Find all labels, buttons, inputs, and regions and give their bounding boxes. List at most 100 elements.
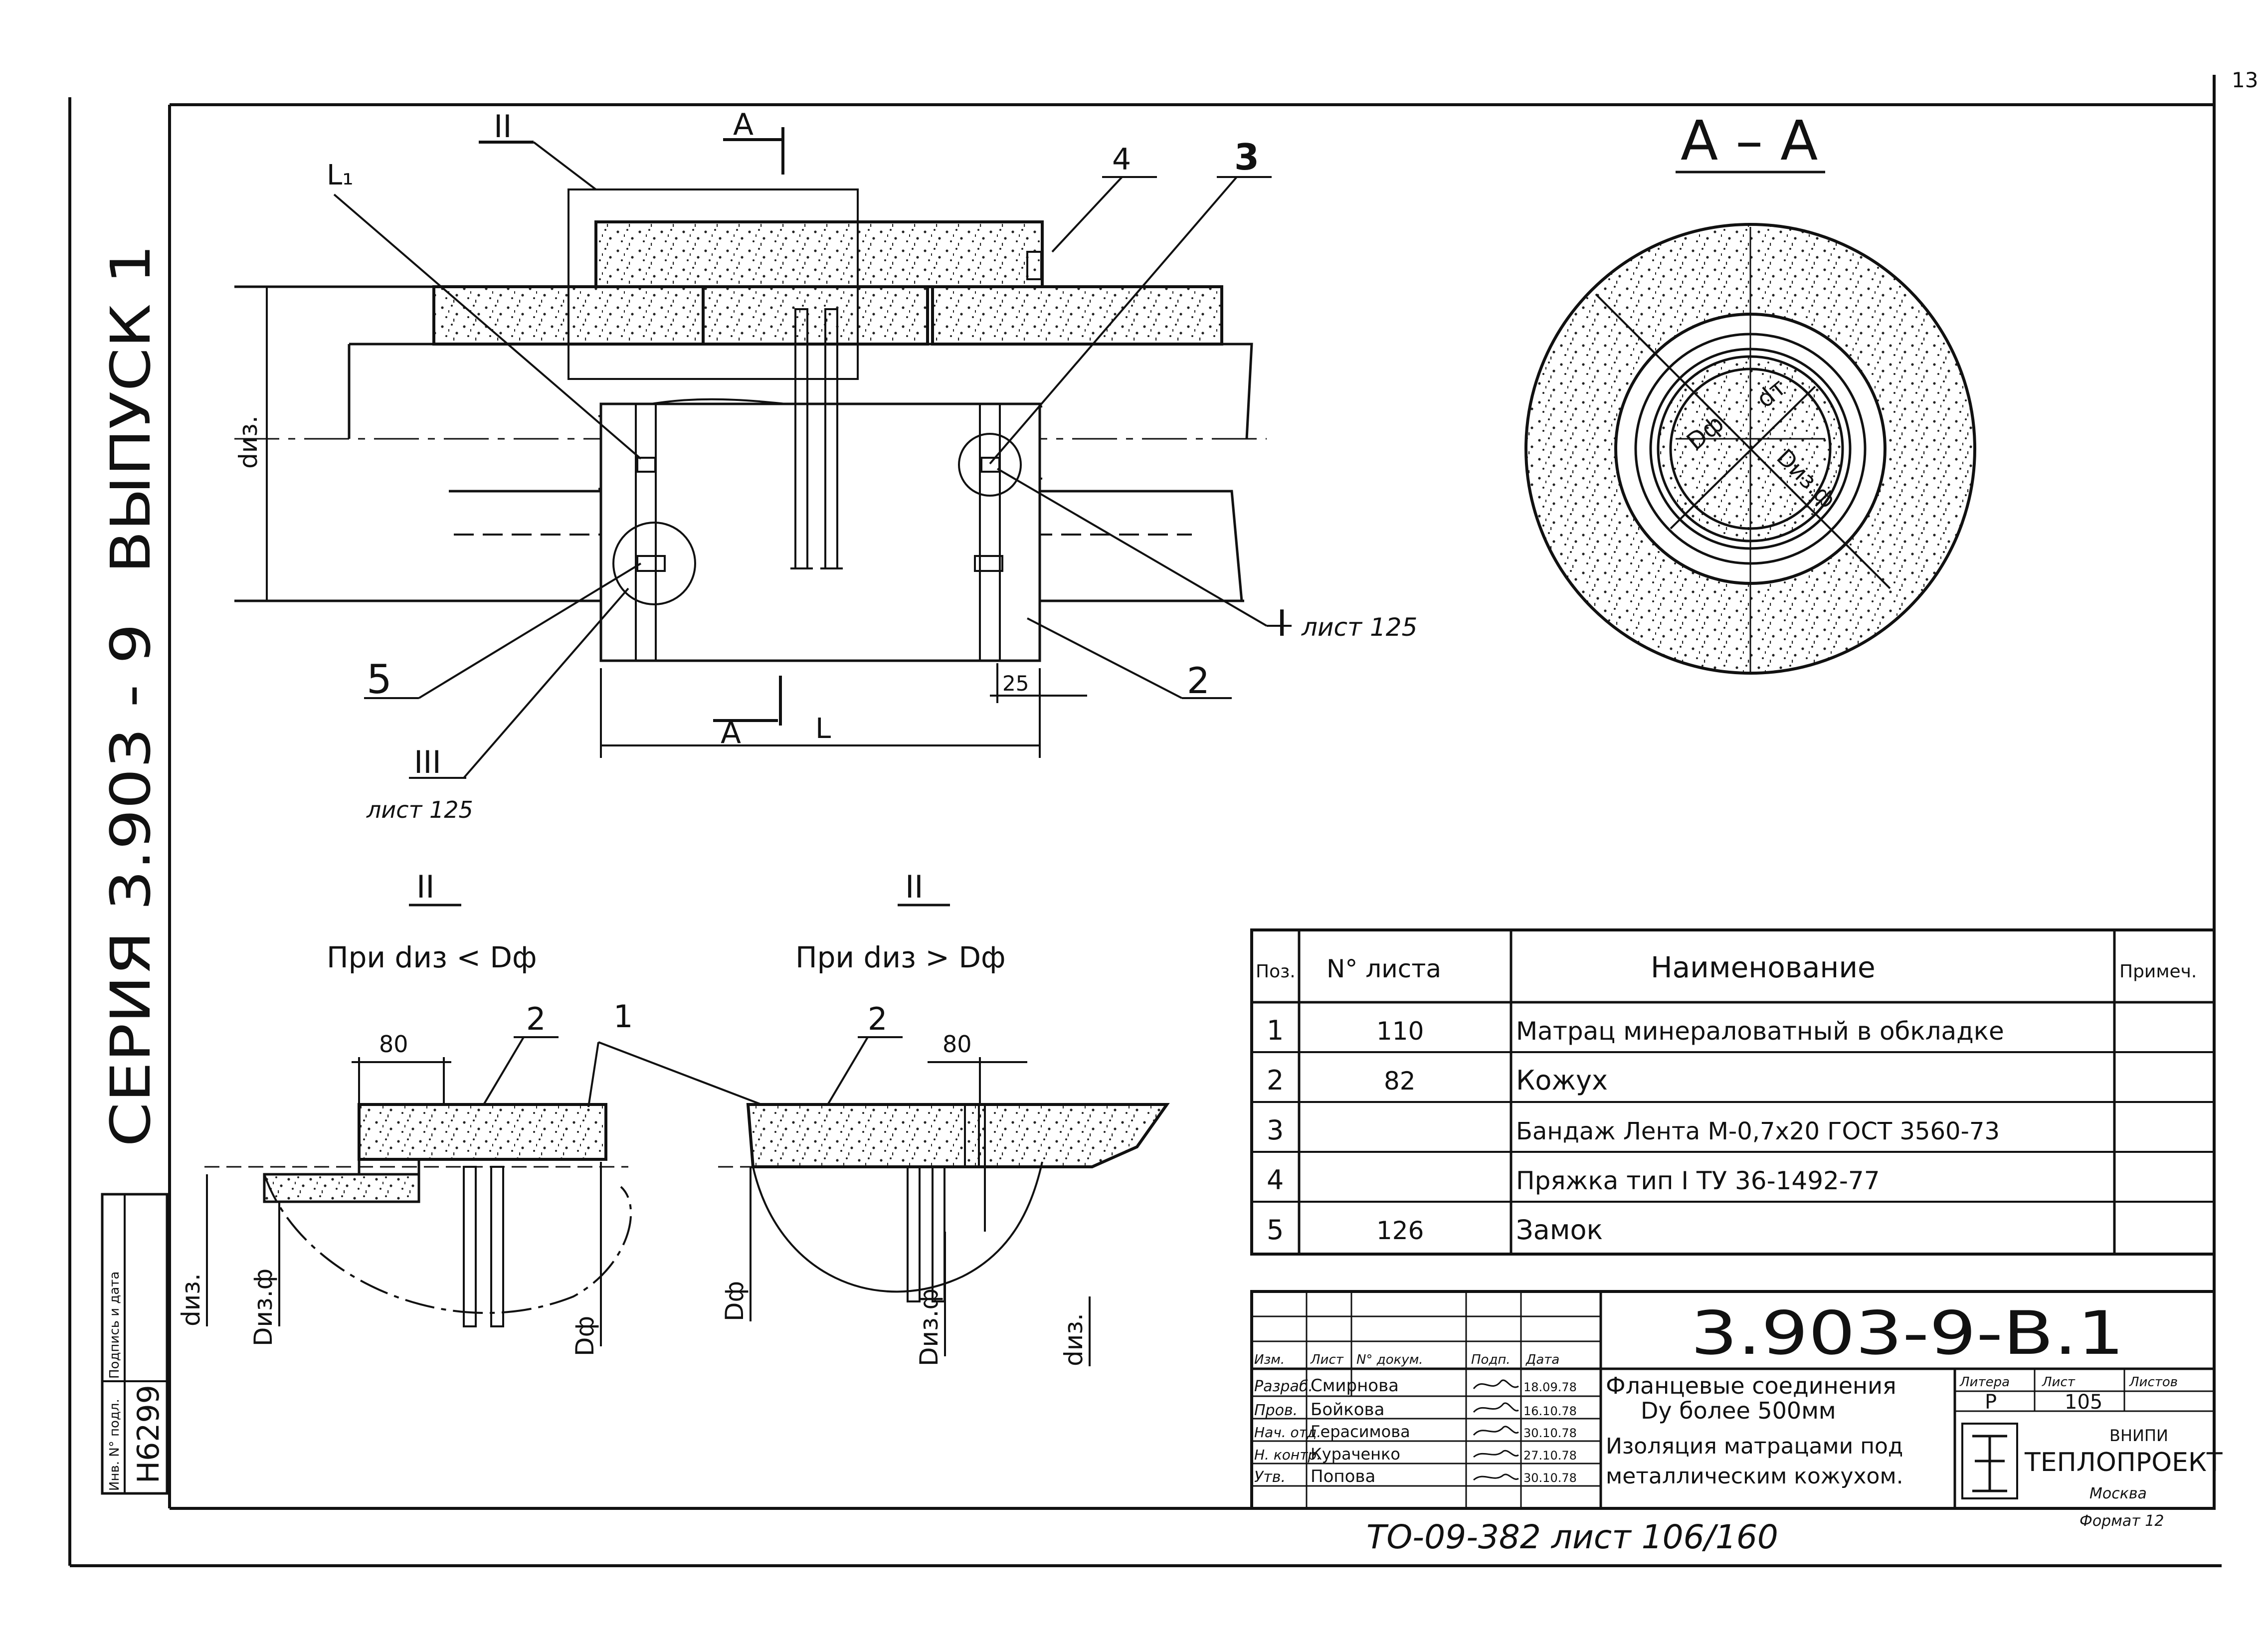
insulation-mat-middle — [702, 285, 929, 346]
spec-header-name: Наименование — [1651, 950, 1876, 984]
spec-row-3-name: Бандаж Лента М-0,7х20 ГОСТ 3560-73 — [1516, 1117, 2000, 1145]
tb-head-sign: Подп. — [1471, 1352, 1511, 1367]
tb-name-1: Смирнова — [1311, 1376, 1399, 1396]
spec-row-5-pos: 5 — [1267, 1214, 1284, 1246]
tb-head-izm: Изм. — [1254, 1352, 1285, 1367]
tb-title-line-2: Dу более 500мм — [1641, 1397, 1836, 1424]
dim-L-label: L — [815, 713, 831, 745]
spec-row-4-name: Пряжка тип I ТУ 36-1492-77 — [1516, 1166, 1880, 1195]
tb-name-5: Попова — [1311, 1466, 1375, 1486]
tb-date-5: 30.10.78 — [1523, 1471, 1577, 1485]
detail-left-v3: Dф — [570, 1316, 599, 1356]
detail-right-dim: 80 — [943, 1031, 972, 1058]
doc-code: 3.903-9-В.1 — [1691, 1299, 2124, 1368]
tb-name-3: Герасимова — [1311, 1422, 1410, 1441]
spec-table: Поз. N° листа Наименование Примеч. 1 110… — [1250, 928, 2216, 1256]
detail-right-mat — [746, 1103, 1170, 1168]
tb-list-head: Лист — [2042, 1375, 2076, 1390]
tb-date-2: 16.10.78 — [1523, 1404, 1577, 1418]
label-item-5: 5 — [367, 656, 392, 703]
main-view: dиз. L 25 A A II L₁ 4 3 I лист 125 — [234, 107, 1417, 823]
section-A-bottom-label: A — [721, 716, 741, 750]
tb-title-line-4: металлическим кожухом. — [1606, 1464, 1903, 1489]
spec-row-4-pos: 4 — [1267, 1164, 1284, 1196]
tb-org: ТЕПЛОПРОЕКТ — [2024, 1448, 2223, 1477]
sheet-corner-number: 13 — [2232, 68, 2258, 92]
detail-left: II При dиз < Dф 80 2 1 dиз. Dиз.ф Dф — [177, 869, 768, 1356]
spec-row-2-sheet: 82 — [1384, 1067, 1416, 1096]
dim-25-label: 25 — [1002, 671, 1029, 696]
label-item-4: 4 — [1112, 142, 1131, 177]
tb-list-value: 105 — [2065, 1391, 2102, 1414]
detail-right: II При dиз > Dф 80 2 Dф Dиз.ф dиз. — [718, 869, 1170, 1366]
spec-row-1-pos: 1 — [1267, 1015, 1284, 1046]
ref-III-marker: III — [414, 744, 441, 780]
section-AA-title: A – A — [1681, 109, 1818, 173]
tb-lit-value: Р — [1985, 1391, 1997, 1414]
casing-body — [599, 402, 1041, 662]
detail-right-v3: dиз. — [1059, 1313, 1088, 1366]
org-logo-icon — [1961, 1423, 2018, 1499]
tb-title-line-1: Фланцевые соединения — [1606, 1372, 1896, 1399]
ref-III-sheet: лист 125 — [366, 796, 473, 823]
detail-left-item2: 2 — [526, 1001, 546, 1037]
section-A-top-label: A — [733, 107, 754, 142]
spec-row-5-name: Замок — [1516, 1214, 1603, 1246]
tb-format: Формат 12 — [2079, 1512, 2164, 1530]
insulation-mat-right — [931, 285, 1223, 346]
detail-right-item2: 2 — [868, 1001, 887, 1037]
tb-role-2: Пров. — [1254, 1402, 1298, 1419]
ref-I-sheet: лист 125 — [1301, 613, 1417, 642]
section-AA: A – A Dф dт Dиз.ф — [1524, 109, 1976, 675]
side-inv-number: Н6299 — [131, 1385, 166, 1483]
label-L1: L₁ — [327, 159, 354, 191]
tb-role-4: Н. контр. — [1254, 1447, 1321, 1463]
sheet-frame: 13 — [68, 68, 2258, 1567]
spec-header-pos: Поз. — [1256, 961, 1296, 982]
tb-date-3: 30.10.78 — [1523, 1426, 1577, 1440]
tb-name-2: Бойкова — [1311, 1400, 1384, 1420]
label-item-3: 3 — [1234, 136, 1259, 178]
tb-head-list: Лист — [1310, 1352, 1344, 1367]
tb-title-line-3: Изоляция матрацами под — [1606, 1434, 1903, 1459]
tb-date-4: 27.10.78 — [1523, 1449, 1577, 1463]
tb-head-date: Дата — [1525, 1352, 1559, 1367]
tb-org-small: ВНИПИ — [2109, 1426, 2168, 1445]
spec-row-5-sheet: 126 — [1376, 1216, 1424, 1245]
spec-header-sheet: N° листа — [1326, 954, 1441, 983]
tb-listov-head: Листов — [2129, 1375, 2178, 1390]
side-inv-label: Инв. N° подл. — [107, 1399, 122, 1491]
tb-role-1: Разраб. — [1254, 1378, 1313, 1395]
main-diameter-label: dиз. — [234, 415, 263, 469]
detail-left-v1: dиз. — [177, 1273, 205, 1326]
view-II-marker: II — [494, 108, 512, 145]
spec-row-2-pos: 2 — [1267, 1065, 1284, 1096]
ref-I-marker: I — [1277, 602, 1287, 644]
detail-left-item1: 1 — [613, 998, 633, 1035]
label-item-2: 2 — [1187, 660, 1210, 702]
detail-right-ref: II — [905, 869, 924, 905]
footer-note: ТО-09-382 лист 106/160 — [1366, 1518, 1778, 1556]
tb-role-5: Утв. — [1254, 1468, 1286, 1486]
title-block: 3.903-9-В.1 Изм. Лист N° докум. Подп. Да… — [1250, 1290, 2223, 1530]
insulation-mat-top — [594, 220, 1044, 288]
detail-right-caption: При dиз > Dф — [795, 940, 1006, 974]
spec-row-1-sheet: 110 — [1376, 1017, 1424, 1046]
tb-lit-head: Литера — [1959, 1375, 2010, 1390]
spec-row-3-pos: 3 — [1267, 1114, 1284, 1146]
side-sign-label: Подпись и дата — [107, 1272, 122, 1379]
detail-left-pipe-mat — [263, 1173, 420, 1203]
side-seriya: СЕРИЯ 3.903 - 9 — [99, 623, 163, 1147]
spec-row-1-name: Матрац минераловатный в обкладке — [1516, 1017, 2004, 1046]
tb-role-3: Нач. отд. — [1254, 1424, 1321, 1441]
detail-left-dim: 80 — [379, 1031, 408, 1058]
spec-row-2-name: Кожух — [1516, 1065, 1608, 1096]
tb-name-4: Кураченко — [1311, 1445, 1400, 1464]
spec-header-note: Примеч. — [2119, 961, 2197, 982]
detail-right-v1: Dф — [720, 1281, 749, 1321]
side-vypusk: ВЫПУСК 1 — [99, 244, 163, 573]
detail-left-mat — [358, 1103, 607, 1161]
tb-head-doc: N° докум. — [1356, 1352, 1423, 1367]
detail-left-ref: II — [416, 869, 435, 905]
